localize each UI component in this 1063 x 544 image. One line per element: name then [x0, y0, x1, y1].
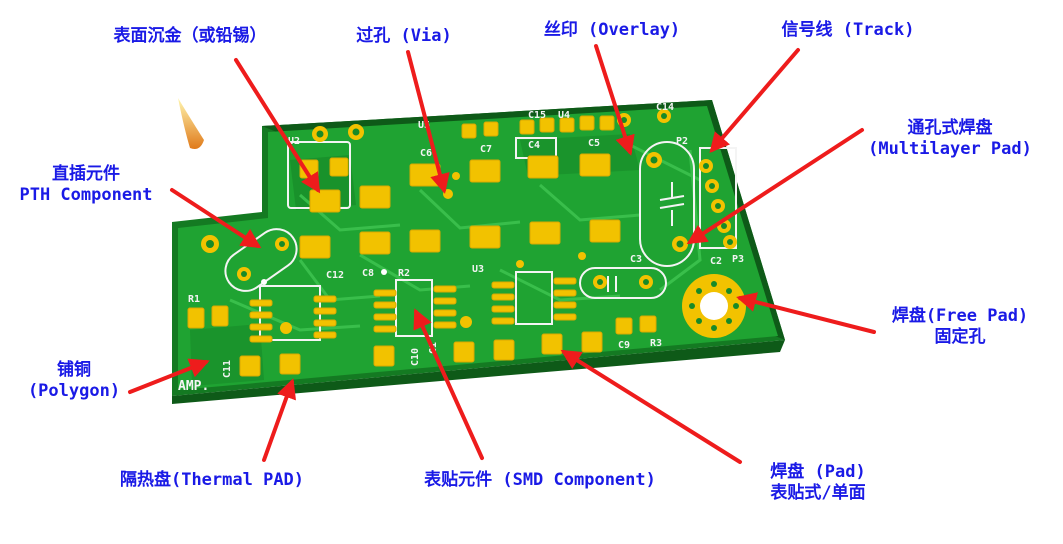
silk-c2: C2 [710, 256, 722, 267]
arrow-surface-finish [234, 58, 321, 194]
label-free-pad: 焊盘(Free Pad) 固定孔 [892, 306, 1028, 348]
flame-icon [178, 98, 204, 149]
label-pth-line1: 直插元件 [52, 164, 120, 184]
silk-c14: C14 [656, 102, 674, 113]
arrow-thermal-pad [262, 378, 297, 462]
arrow-via [406, 50, 450, 194]
silk-c12: C12 [326, 270, 344, 281]
label-thermal-pad: 隔热盘(Thermal PAD) [119, 470, 305, 490]
silk-c5: C5 [588, 138, 600, 149]
label-track: 信号线 (Track) [781, 20, 915, 40]
label-pth-component: 直插元件 PTH Component [19, 164, 152, 206]
silk-p2: P2 [676, 136, 688, 147]
arrow-polygon [128, 358, 210, 394]
arrow-pth-component [170, 188, 262, 249]
arrow-multilayer-pad [686, 128, 864, 245]
silk-u2: U2 [288, 136, 300, 147]
label-pad-line2: 表贴式/单面 [770, 483, 866, 503]
arrow-track [709, 48, 800, 154]
label-polygon: 铺铜 (Polygon) [28, 360, 120, 402]
silk-c6: C6 [420, 148, 432, 159]
pcb-board: U2 U5 C15 U4 C14 P2 C6 C7 C4 C5 C3 C2 P3… [172, 100, 785, 404]
silk-c10: C10 [410, 348, 421, 366]
silk-r2: R2 [398, 268, 410, 279]
silk-c4: C4 [528, 140, 540, 151]
label-via: 过孔 (Via) [356, 26, 452, 46]
silk-r3: R3 [650, 338, 662, 349]
label-free-pad-line1: 焊盘(Free Pad) [891, 306, 1029, 326]
label-polygon-line1: 铺铜 [57, 360, 91, 380]
label-multilayer-pad-line1: 通孔式焊盘 [907, 118, 993, 138]
silk-r1: R1 [188, 294, 200, 305]
label-pad: 焊盘 (Pad) 表贴式/单面 [770, 462, 865, 504]
label-smd-component: 表贴元件 (SMD Component) [424, 470, 656, 490]
silk-u5: U5 [418, 120, 430, 131]
arrow-pad [560, 349, 742, 464]
label-overlay: 丝印 (Overlay) [543, 20, 681, 40]
arrow-free-pad [736, 292, 876, 334]
silk-c15: C15 [528, 110, 546, 121]
silk-amp: AMP. [178, 379, 209, 394]
label-multilayer-pad: 通孔式焊盘 (Multilayer Pad) [868, 118, 1032, 160]
silk-c11: C11 [222, 360, 233, 378]
label-pth-line2: PTH Component [19, 185, 153, 205]
label-multilayer-pad-line2: (Multilayer Pad) [868, 139, 1032, 159]
arrow-smd-component [413, 308, 484, 460]
silk-p3: P3 [732, 254, 744, 265]
silk-c7: C7 [480, 144, 492, 155]
silk-u4: U4 [558, 110, 570, 121]
silk-c3: C3 [630, 254, 642, 265]
label-pad-line1: 焊盘 (Pad) [770, 462, 866, 482]
silk-u3: U3 [472, 264, 484, 275]
label-polygon-line2: (Polygon) [27, 381, 121, 401]
label-free-pad-line2: 固定孔 [934, 327, 986, 347]
label-surface-finish: 表面沉金（或铅锡） [113, 26, 267, 46]
arrow-overlay [594, 44, 635, 156]
silk-c8: C8 [362, 268, 374, 279]
silk-c9: C9 [618, 340, 630, 351]
